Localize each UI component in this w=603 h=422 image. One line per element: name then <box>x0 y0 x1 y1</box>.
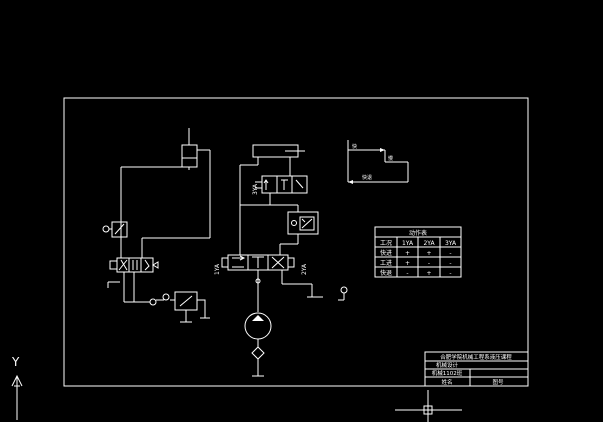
table-cell: + <box>426 270 431 277</box>
table-cell: 快进 <box>380 249 392 257</box>
motion-cycle-diagram: 快 慢 快退 <box>347 140 409 184</box>
upper-directional-valve <box>261 175 308 194</box>
ucs-axis-icon: Y <box>11 355 23 420</box>
table-cell: + <box>405 260 410 267</box>
oil-filter <box>251 346 265 360</box>
pressure-gauge-right <box>340 286 348 294</box>
table-cell: 工进 <box>380 259 392 267</box>
arrow-label-slow: 慢 <box>388 155 393 162</box>
center-hydraulic-circuit: 3YA 1YA 2YA <box>214 144 348 377</box>
table-cell: - <box>449 250 451 257</box>
table-header-cell: 工况 <box>380 240 392 247</box>
title-block: 合肥学院机械工程系液压课程 机械设计 机械1102班 姓名 图号 <box>424 351 529 387</box>
title-block-drawing-label: 图号 <box>492 378 504 386</box>
table-header-cell: 3YA <box>445 240 457 247</box>
speed-control-valve <box>287 211 319 235</box>
cad-crosshair-cursor[interactable] <box>395 390 462 422</box>
valve-label-1ya: 1YA <box>214 263 221 275</box>
table-header-cell: 2YA <box>423 240 435 247</box>
valve-label-3ya: 3YA <box>252 183 259 195</box>
table-header-cell: 1YA <box>402 240 414 247</box>
title-block-name-label: 姓名 <box>441 378 452 386</box>
valve-label-2ya: 2YA <box>301 263 308 275</box>
vertical-cylinder <box>181 144 198 168</box>
table-cell: + <box>405 250 410 257</box>
table-cell: - <box>406 270 408 277</box>
pressure-gauge-left <box>149 298 157 306</box>
table-cell: + <box>426 250 431 257</box>
left-hydraulic-circuit <box>102 128 211 323</box>
table-cell: - <box>449 260 451 267</box>
arrow-label-fast: 快 <box>352 143 357 150</box>
title-block-line2: 机械设计 <box>436 361 459 369</box>
table-cell: - <box>449 270 451 277</box>
table-cell: 快退 <box>380 269 392 277</box>
action-table: 动作表 工况 1YA 2YA 3YA 快进 + + - 工进 + - - 快退 - + - <box>374 226 462 278</box>
title-block-line1: 合肥学院机械工程系液压课程 <box>440 353 512 361</box>
arrow-label-return: 快退 <box>362 174 372 181</box>
table-cell: - <box>428 260 430 267</box>
table-title: 动作表 <box>409 229 427 237</box>
drawing-border <box>63 97 529 387</box>
title-block-line3: 机械1102班 <box>432 369 463 377</box>
ucs-y-label: Y <box>11 355 20 369</box>
